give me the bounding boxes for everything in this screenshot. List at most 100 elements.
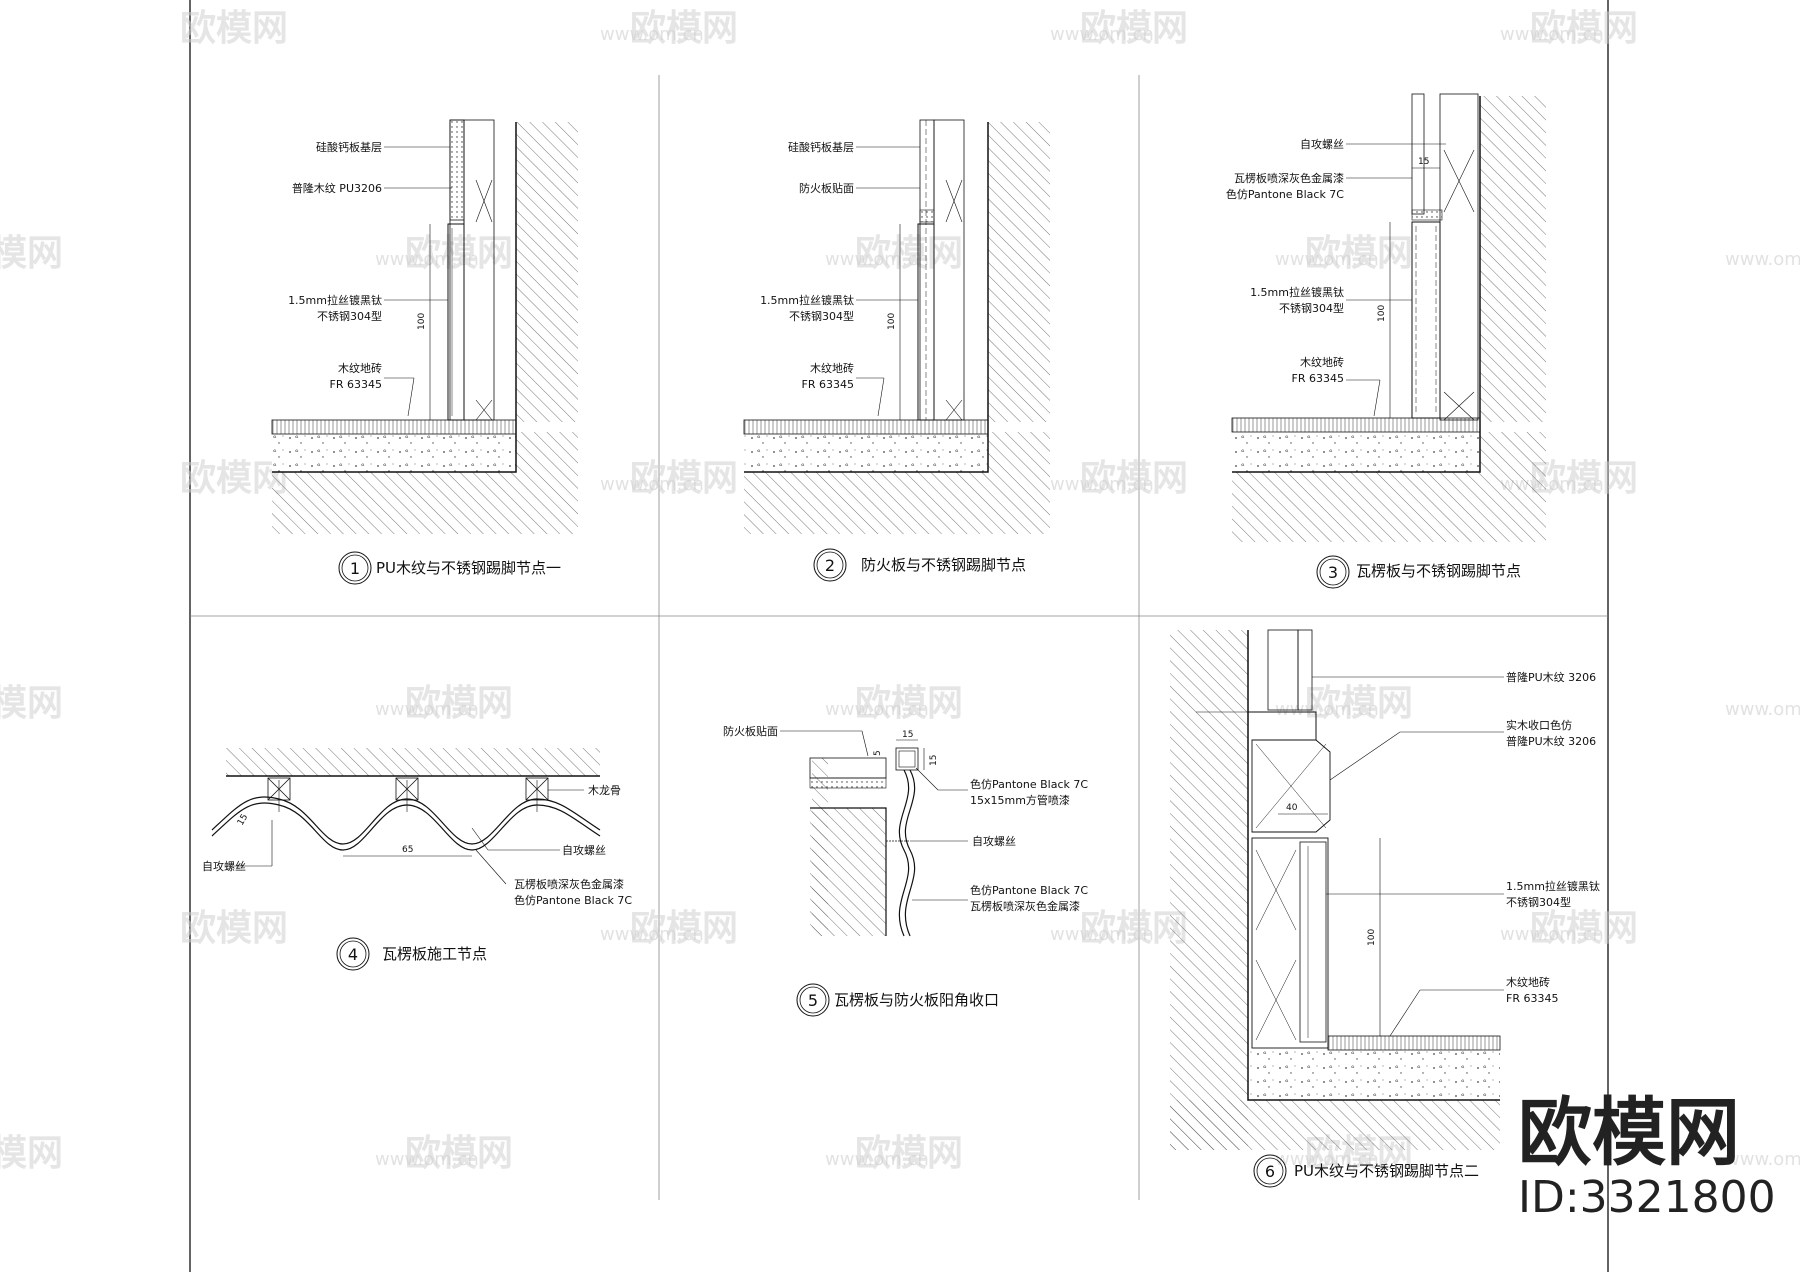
watermark-brand: 欧模网 (1080, 8, 1188, 49)
watermark-url: www.om.cn (1500, 24, 1604, 45)
watermark-url: www.om.cn (1725, 1149, 1800, 1170)
detail-3-label-screw: 自攻螺丝 (1300, 137, 1344, 151)
detail-1-label-pu: 普隆木纹 PU3206 (292, 181, 382, 195)
detail-6-label-steel-1: 1.5mm拉丝镀黑钛 (1506, 879, 1600, 893)
brand-id: ID:3321800 (1518, 1172, 1776, 1223)
detail-5-title: 瓦楞板与防火板阳角收口 (834, 991, 999, 1009)
watermark-url: www.om.cn (1500, 924, 1604, 945)
detail-3: 100 15 自攻螺丝 瓦楞板喷深灰色金属漆 色仿Pantone Black 7… (1226, 93, 1546, 589)
watermark-url: www.om.cn (600, 924, 704, 945)
watermark-url: www.om.cn (1275, 1149, 1379, 1170)
watermark-brand: 欧模网 (0, 233, 63, 274)
watermark-brand: 欧模网 (630, 458, 738, 499)
detail-1-dim-height: 100 (417, 313, 427, 330)
detail-2-label-tile-1: 木纹地砖 (810, 361, 854, 375)
detail-3-label-steel-2: 不锈钢304型 (1279, 301, 1344, 315)
detail-6-label-tile-2: FR 63345 (1506, 992, 1558, 1005)
detail-4-title: 瓦楞板施工节点 (382, 945, 487, 963)
detail-5-dim-top: 15 (902, 730, 913, 740)
watermark-url: www.om.cn (825, 1149, 929, 1170)
detail-4-label-panel-2: 色仿Pantone Black 7C (514, 893, 632, 907)
detail-4-label-keel: 木龙骨 (588, 784, 621, 797)
detail-5-label-panel-2: 瓦楞板喷深灰色金属漆 (970, 899, 1080, 913)
detail-5: 15 15 5 防火板贴面 色仿Pantone Black 7C 15x15mm… (723, 724, 1088, 1017)
detail-4: 65 15 木龙骨 自攻螺丝 自攻螺丝 瓦楞板喷深灰色金属漆 色仿Pantone… (202, 748, 632, 971)
sheet-frame (189, 0, 1609, 1272)
detail-5-dim-side: 15 (929, 755, 939, 766)
watermark-url: www.om.cn (825, 699, 929, 720)
detail-1-label-tile-1: 木纹地砖 (338, 361, 382, 375)
detail-6-label-pu: 普隆PU木纹 3206 (1506, 670, 1596, 684)
detail-3-dim-height: 100 (1377, 305, 1387, 322)
watermark-brand: 欧模网 (405, 683, 513, 724)
detail-1-label-base: 硅酸钙板基层 (316, 140, 382, 154)
watermark-url: www.om.cn (825, 249, 929, 270)
watermark-url: www.om.cn (1725, 699, 1800, 720)
detail-6-label-tile-1: 木纹地砖 (1506, 975, 1550, 989)
detail-6-title: PU木纹与不锈钢踢脚节点二 (1294, 1162, 1479, 1180)
watermark-url: www.om.cn (375, 699, 479, 720)
watermark-url: www.om.cn (600, 24, 704, 45)
watermark-url: www.om.cn (1275, 249, 1379, 270)
detail-2-label-base: 硅酸钙板基层 (788, 140, 854, 154)
watermark-layer: 欧模网www.om.cn欧模网www.om.cn欧模网www.om.cn欧模网w… (0, 8, 1800, 1174)
watermark-brand: 欧模网 (405, 1133, 513, 1174)
watermark-url: www.om.cn (1275, 699, 1379, 720)
detail-6-dim-height: 100 (1367, 929, 1377, 946)
detail-2-dim-height: 100 (887, 313, 897, 330)
watermark-brand: 欧模网 (630, 8, 738, 49)
detail-5-label-tube-2: 15x15mm方管喷漆 (970, 793, 1070, 807)
detail-4-dim-depth: 15 (236, 813, 250, 828)
detail-5-label-fireboard: 防火板贴面 (723, 724, 778, 738)
detail-1-title: PU木纹与不锈钢踢脚节点一 (376, 559, 561, 577)
detail-6-label-steel-2: 不锈钢304型 (1506, 895, 1571, 909)
watermark-brand: 欧模网 (630, 908, 738, 949)
detail-5-label-screw: 自攻螺丝 (972, 834, 1016, 848)
detail-5-number: 5 (808, 991, 818, 1010)
watermark-brand: 欧模网 (1530, 458, 1638, 499)
watermark-url: www.om.cn (375, 1149, 479, 1170)
detail-2-label-fireboard: 防火板贴面 (799, 181, 854, 195)
watermark-brand: 欧模网 (855, 1133, 963, 1174)
detail-3-label-panel-2: 色仿Pantone Black 7C (1226, 187, 1344, 201)
watermark-brand: 欧模网 (180, 908, 288, 949)
brand-logo-text: 欧模网 (1518, 1090, 1740, 1176)
detail-2-title: 防火板与不锈钢踢脚节点 (861, 556, 1026, 574)
detail-1-label-steel-1: 1.5mm拉丝镀黑钛 (288, 293, 382, 307)
watermark-brand: 欧模网 (0, 683, 63, 724)
detail-2-label-steel-1: 1.5mm拉丝镀黑钛 (760, 293, 854, 307)
watermark-brand: 欧模网 (0, 1133, 63, 1174)
watermark-brand: 欧模网 (1305, 683, 1413, 724)
watermark-brand: 欧模网 (1305, 233, 1413, 274)
watermark-brand: 欧模网 (180, 458, 288, 499)
watermark-brand: 欧模网 (1080, 458, 1188, 499)
detail-5-label-tube-1: 色仿Pantone Black 7C (970, 777, 1088, 791)
brand-block: 欧模网 ID:3321800 (1518, 1090, 1776, 1223)
detail-1-label-steel-2: 不锈钢304型 (317, 309, 382, 323)
detail-2-label-steel-2: 不锈钢304型 (789, 309, 854, 323)
watermark-url: www.om.cn (1725, 249, 1800, 270)
detail-6-number: 6 (1265, 1162, 1275, 1181)
detail-4-label-screw-left: 自攻螺丝 (202, 859, 246, 873)
watermark-brand: 欧模网 (855, 233, 963, 274)
watermark-url: www.om.cn (1050, 924, 1154, 945)
detail-4-label-screw-right: 自攻螺丝 (562, 843, 606, 857)
watermark-brand: 欧模网 (855, 683, 963, 724)
detail-4-number: 4 (348, 945, 358, 964)
watermark-url: www.om.cn (1050, 474, 1154, 495)
watermark-url: www.om.cn (600, 474, 704, 495)
watermark-brand: 欧模网 (180, 8, 288, 49)
watermark-brand: 欧模网 (405, 233, 513, 274)
watermark-brand: 欧模网 (1530, 8, 1638, 49)
detail-3-label-steel-1: 1.5mm拉丝镀黑钛 (1250, 285, 1344, 299)
detail-4-dim-pitch: 65 (402, 845, 413, 855)
detail-1: 100 硅酸钙板基层 普隆木纹 PU3206 1.5mm拉丝镀黑钛 不锈钢304… (271, 119, 578, 585)
watermark-url: www.om.cn (375, 249, 479, 270)
detail-5-dim-gap: 5 (873, 750, 883, 756)
detail-3-label-tile-2: FR 63345 (1292, 372, 1344, 385)
detail-6-dim-width: 40 (1286, 803, 1298, 813)
detail-3-label-panel-1: 瓦楞板喷深灰色金属漆 (1234, 171, 1344, 185)
detail-3-number: 3 (1328, 563, 1338, 582)
detail-2: 100 硅酸钙板基层 防火板贴面 1.5mm拉丝镀黑钛 不锈钢304型 木纹地砖… (743, 119, 1050, 582)
